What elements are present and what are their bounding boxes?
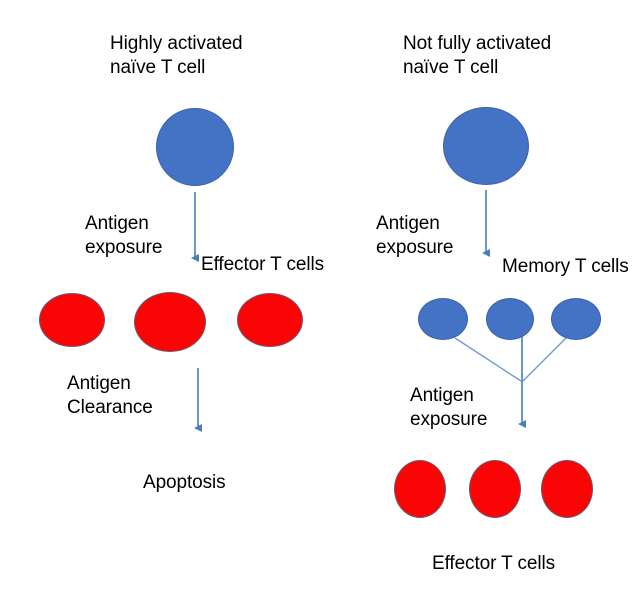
right-effector-t-cells-label: Effector T cells — [432, 553, 556, 574]
left-antigen-clearance-label: Antigen Clearance — [67, 373, 153, 418]
right-effector-t-cell-3 — [541, 460, 593, 518]
left-branch-title: Highly activated naïve T cell — [110, 33, 243, 78]
left-apoptosis-label: Apoptosis — [143, 472, 226, 493]
right-naive-t-cell — [443, 107, 529, 185]
left-effector-t-cell-2 — [134, 292, 206, 352]
right-effector-t-cell-2 — [469, 460, 521, 518]
left-naive-t-cell — [156, 108, 234, 186]
right-memory-t-cells-label: Memory T cells — [502, 256, 629, 277]
connector-memory-cell-3 — [522, 337, 567, 382]
right-antigen-exposure-label: Antigen exposure — [376, 213, 454, 258]
connector-memory-cell-1 — [454, 337, 522, 382]
left-effector-t-cells-label: Effector T cells — [201, 254, 325, 275]
right-branch-title: Not fully activated naïve T cell — [403, 33, 552, 78]
left-effector-t-cell-3 — [237, 293, 303, 347]
left-effector-t-cell-1 — [39, 293, 105, 347]
left-antigen-exposure-label: Antigen exposure — [85, 213, 163, 258]
right-effector-t-cell-1 — [394, 460, 446, 518]
right-memory-t-cell-1 — [418, 298, 468, 340]
right-memory-t-cell-2 — [486, 298, 534, 340]
right-antigen-exposure-label-2: Antigen exposure — [410, 385, 488, 430]
right-memory-t-cell-3 — [551, 298, 601, 340]
